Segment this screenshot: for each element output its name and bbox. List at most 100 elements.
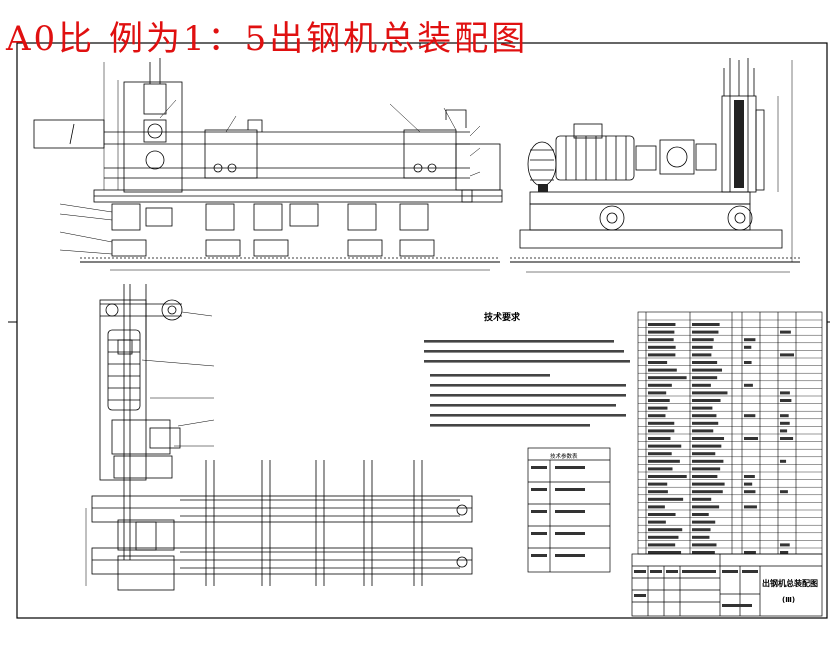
parts-list-text-mark	[692, 406, 713, 410]
parts-list-text-mark	[780, 421, 790, 425]
support-unit-1	[111, 203, 173, 257]
title-block-text-mark	[650, 570, 662, 573]
parts-list-text-mark	[692, 361, 718, 364]
parts-list-text-mark	[648, 482, 668, 486]
side-view-hatch	[538, 100, 744, 192]
parts-list-text-mark	[648, 467, 673, 471]
parts-list-text-mark	[692, 323, 720, 326]
parts-list-text-mark	[692, 376, 718, 380]
parts-list-text-mark	[648, 459, 680, 463]
parts-list-text-mark	[692, 368, 723, 372]
parts-list-text-mark	[744, 345, 752, 349]
parts-list-text-mark	[744, 505, 757, 509]
parts-list-text-mark	[692, 338, 714, 342]
parts-list-text-mark	[648, 444, 682, 448]
parts-list-text-mark	[780, 399, 792, 402]
parts-list-text-mark	[744, 475, 755, 478]
sheet-border	[16, 42, 828, 619]
parts-list-text-mark	[648, 421, 675, 425]
parts-list-text-mark	[648, 368, 677, 372]
parts-list-text-mark	[648, 490, 668, 494]
parts-list-text-mark	[648, 429, 675, 433]
parts-list-text-mark	[780, 551, 789, 554]
parts-list-text-mark	[692, 459, 724, 463]
parts-list-rows	[638, 319, 822, 549]
parts-list-text-mark	[648, 361, 668, 364]
parts-list-text-mark	[648, 520, 666, 524]
parts-list-text-mark	[692, 551, 715, 554]
parts-list-text-mark	[648, 475, 687, 478]
side-view	[510, 58, 800, 273]
parts-list-text-mark	[744, 490, 756, 494]
parts-list-text-mark	[692, 421, 719, 425]
support-unit-4	[347, 203, 383, 257]
parts-list-text-mark	[648, 338, 674, 342]
parts-list-text-mark	[744, 361, 752, 364]
parts-list-text-mark	[692, 467, 721, 471]
parts-list-text-mark	[780, 543, 790, 547]
parts-list-text-mark	[648, 551, 682, 554]
parts-list-text-mark	[744, 482, 753, 486]
parts-list-text-mark	[692, 353, 712, 357]
parts-list-text-mark	[780, 437, 794, 440]
spec-table-title: 技术参数表	[550, 454, 578, 460]
parts-list-text-mark	[648, 543, 676, 547]
parts-list-text-mark	[780, 459, 787, 463]
parts-list-text-mark	[780, 391, 790, 395]
title-block-drawing-name: 出钢机总装配图	[762, 579, 818, 588]
parts-list-text-mark	[692, 475, 718, 478]
parts-list-text-mark	[648, 452, 672, 456]
parts-list-text-mark	[648, 437, 671, 440]
parts-list	[637, 311, 823, 555]
title-block	[631, 553, 823, 617]
parts-list-text-mark	[692, 330, 719, 334]
support-unit-2	[205, 203, 241, 257]
title-block-text-mark	[742, 570, 758, 573]
parts-list-text-mark	[692, 528, 711, 532]
parts-list-text-mark	[648, 330, 675, 334]
parts-list-text-mark	[692, 414, 717, 418]
title-block-text-mark	[634, 594, 646, 597]
parts-list-text-mark	[648, 414, 666, 418]
parts-list-text-mark	[692, 497, 712, 501]
parts-list-text-mark	[692, 444, 722, 448]
title-block-text-mark	[722, 604, 752, 607]
parts-list-text-mark	[692, 437, 725, 440]
technical-notes-title: 技术要求	[484, 313, 521, 323]
parts-list-text-mark	[648, 353, 676, 357]
drawing-title: A0比 例为1：5出钢机总装配图	[6, 19, 529, 59]
top-view	[85, 284, 473, 591]
front-view	[33, 58, 503, 271]
parts-list-text-mark	[692, 452, 716, 456]
title-block-text-mark	[682, 570, 716, 573]
parts-list-text-marks	[648, 323, 795, 554]
parts-list-text-mark	[648, 399, 670, 402]
parts-list-text-mark	[744, 338, 756, 342]
parts-list-text-mark	[648, 406, 668, 410]
parts-list-text-mark	[692, 505, 720, 509]
parts-list-text-mark	[692, 513, 709, 516]
title-block-drawing-code: (Ⅲ)	[782, 596, 796, 604]
spec-table	[527, 447, 611, 573]
parts-list-text-mark	[692, 543, 717, 547]
parts-list-text-mark	[744, 551, 756, 554]
parts-list-text-mark	[648, 391, 667, 395]
parts-list-text-mark	[648, 376, 687, 380]
parts-list-text-mark	[692, 391, 728, 395]
parts-list-text-mark	[692, 482, 725, 486]
parts-list-text-mark	[744, 414, 756, 418]
parts-list-text-mark	[648, 513, 676, 516]
parts-list-text-mark	[692, 383, 711, 387]
title-block-text-mark	[722, 570, 738, 573]
parts-list-text-mark	[780, 490, 788, 494]
parts-list-text-mark	[780, 429, 788, 433]
parts-list-text-mark	[692, 399, 721, 402]
support-unit-3	[253, 203, 319, 257]
title-block-text-marks	[634, 570, 758, 607]
parts-list-text-mark	[648, 345, 676, 349]
parts-list-text-mark	[692, 429, 714, 433]
title-block-text-mark	[634, 570, 646, 573]
parts-list-text-mark	[692, 490, 723, 494]
